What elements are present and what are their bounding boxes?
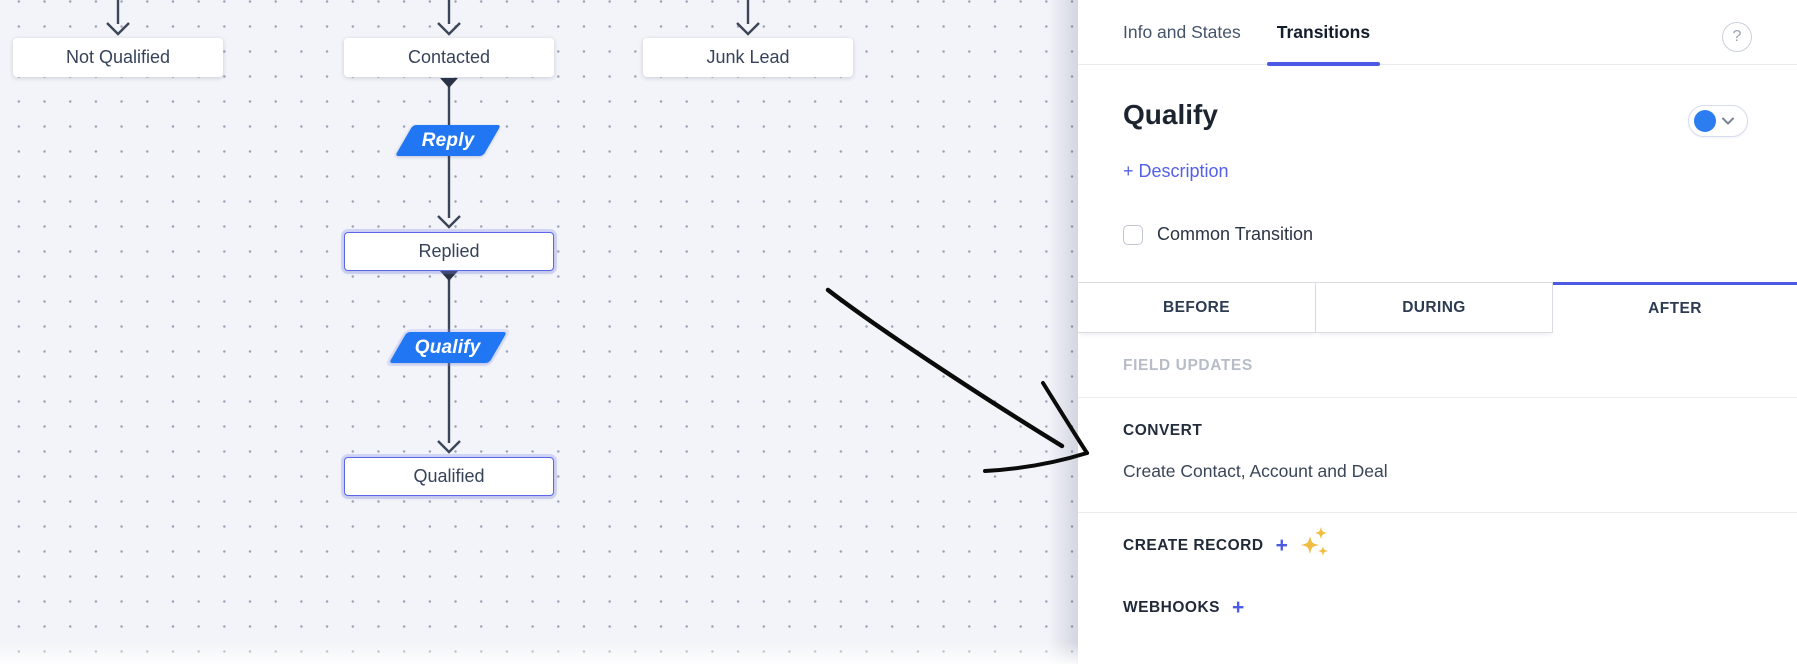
common-transition-row: Common Transition [1123,224,1313,245]
stage-tab-label: BEFORE [1163,298,1230,316]
stage-tab-label: AFTER [1648,300,1702,317]
common-transition-label: Common Transition [1157,224,1314,244]
add-create-record-button[interactable]: + [1275,533,1288,557]
stage-tab-bar: BEFORE DURING AFTER [1078,282,1797,333]
convert-section-label: CONVERT [1123,422,1203,439]
convert-setting-value[interactable]: Create Contact, Account and Deal [1123,461,1388,481]
tab-during[interactable]: DURING [1316,282,1553,333]
state-node-label: Junk Lead [706,47,790,67]
state-node-replied[interactable]: Replied [344,232,554,271]
tab-transitions[interactable]: Transitions [1266,0,1381,66]
create-record-section-label: CREATE RECORD [1123,536,1264,554]
panel-edge-shadow [1048,0,1078,664]
panel-tab-bar: Info and States Transitions [1123,0,1381,66]
state-node-not-qualified[interactable]: Not Qualified [13,38,223,77]
state-node-label: Contacted [407,47,491,67]
tab-label: Transitions [1276,22,1371,42]
field-updates-section-label: FIELD UPDATES [1123,357,1253,374]
transition-detail-panel: Info and States Transitions ? Qualify + … [1078,0,1797,664]
panel-header: Info and States Transitions ? [1078,0,1797,66]
transition-badge-label: Reply [421,129,475,151]
state-node-label: Replied [418,241,480,261]
state-node-contacted[interactable]: Contacted [344,38,554,77]
transition-badge-reply[interactable]: Reply [395,125,501,156]
transition-status-toggle[interactable] [1688,105,1748,137]
state-node-label: Qualified [413,466,485,486]
ai-sparkles-icon[interactable] [1300,526,1329,557]
create-record-row: CREATE RECORD + [1123,527,1329,557]
chevron-down-icon [1722,117,1734,125]
help-icon[interactable]: ? [1722,22,1752,52]
state-node-label: Not Qualified [65,47,171,67]
section-divider [1078,512,1797,513]
webhooks-section-label: WEBHOOKS [1123,599,1220,616]
stage-tab-label: DURING [1402,298,1466,316]
state-node-qualified[interactable]: Qualified [344,457,554,496]
section-divider [1078,397,1797,398]
transition-badge-qualify[interactable]: Qualify [389,332,507,363]
tab-label: Info and States [1123,22,1241,42]
transition-title: Qualify [1123,99,1218,130]
webhooks-row: WEBHOOKS + [1123,596,1245,619]
transition-badge-label: Qualify [415,336,481,358]
blueprint-canvas[interactable] [0,0,1078,664]
help-icon-glyph: ? [1732,28,1742,45]
add-webhook-button[interactable]: + [1232,596,1245,619]
canvas-bottom-fade [0,642,1078,664]
add-description-link[interactable]: + Description [1123,161,1229,181]
tab-info-and-states[interactable]: Info and States [1123,0,1241,65]
tab-before[interactable]: BEFORE [1078,282,1316,333]
tab-after[interactable]: AFTER [1553,282,1797,333]
state-node-junk-lead[interactable]: Junk Lead [643,38,853,77]
toggle-on-dot [1694,110,1716,132]
common-transition-checkbox[interactable] [1123,224,1143,245]
